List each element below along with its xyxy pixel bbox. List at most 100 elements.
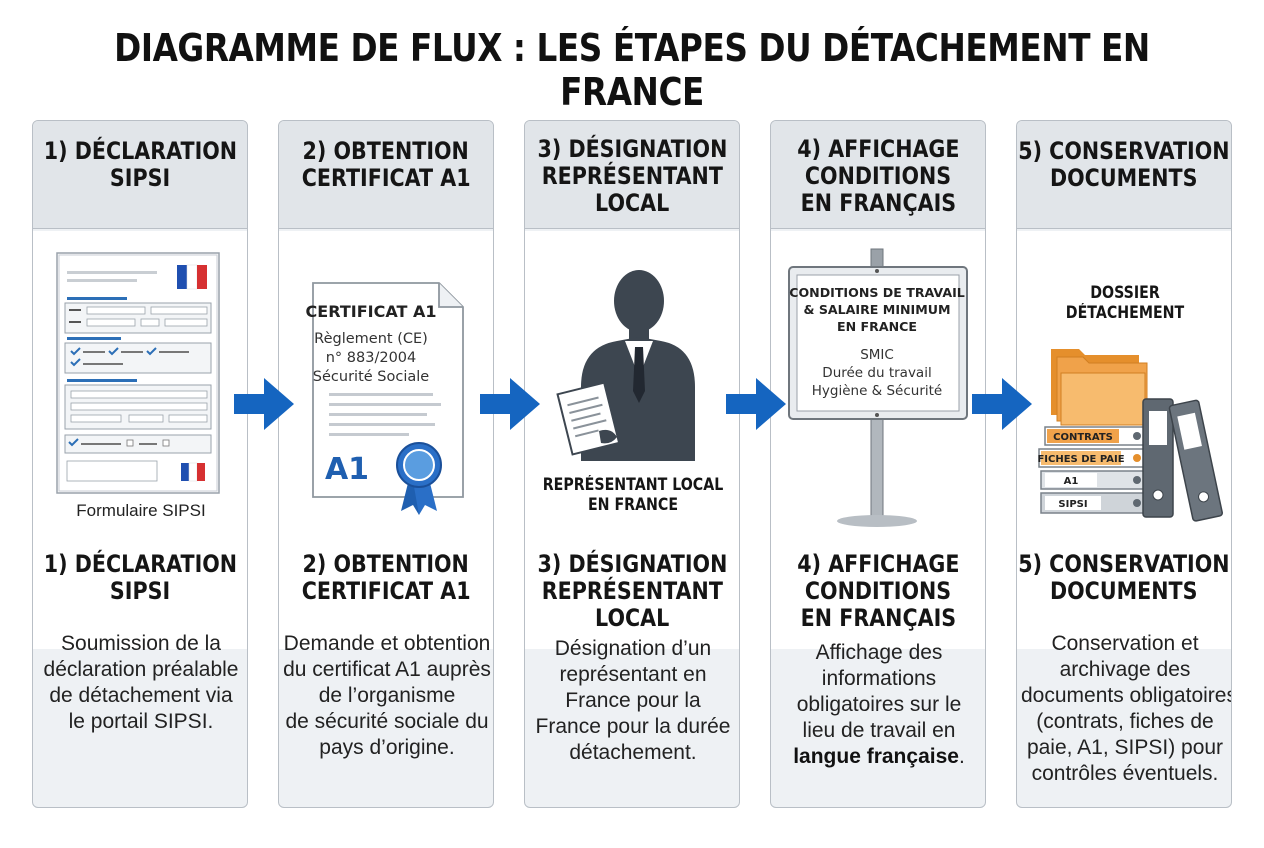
description-line: France pour la durée — [535, 715, 731, 738]
step-illustration: DOSSIER DÉTACHEMENT CONTRATS FICHES DE P… — [1017, 231, 1231, 649]
description-line: documents obligatoires — [1021, 684, 1232, 707]
step-card-1: 1) DÉCLARATION SIPSI — [32, 120, 248, 808]
illustration-caption-line: DÉTACHEMENT — [1065, 303, 1185, 322]
step-header-line: CONDITIONS — [804, 162, 952, 190]
step-subtitle-line: 5) CONSERVATION — [1018, 550, 1230, 578]
step-header-line: 2) OBTENTION — [302, 137, 470, 165]
step-subtitle-line: SIPSI — [109, 577, 171, 605]
document-folders-icon: CONTRATS FICHES DE PAIE A1 SIPSI — [1037, 349, 1223, 522]
description-line: obligatoires sur le — [796, 693, 962, 716]
certificate-line: n° 883/2004 — [326, 350, 417, 366]
certificate-line: Règlement (CE) — [314, 331, 428, 347]
description-line: paie, A1, SIPSI) pour — [1026, 736, 1224, 759]
step-subtitle: 5) CONSERVATION DOCUMENTS — [1017, 551, 1231, 605]
step-subtitle-line: EN FRANÇAIS — [800, 604, 956, 632]
description-line: Désignation d’un — [554, 637, 712, 660]
description-line: Demande et obtention — [283, 632, 491, 655]
description-line: détachement. — [569, 741, 697, 764]
description-line: informations — [821, 667, 937, 690]
certificate-line: Sécurité Sociale — [313, 369, 429, 385]
sign-line: Durée du travail — [822, 365, 931, 381]
description-line: Soumission de la — [61, 632, 221, 655]
illustration-caption-line: EN FRANCE — [587, 495, 679, 514]
description-bold-text: langue française — [793, 745, 959, 768]
step-header-line: LOCAL — [594, 189, 670, 217]
step-header: 3) DÉSIGNATION REPRÉSENTANT LOCAL — [525, 121, 739, 229]
sign-line: SMIC — [860, 347, 894, 363]
description-line: archivage des — [1059, 658, 1191, 681]
flow-arrow-icon — [972, 378, 1032, 430]
step-subtitle-line: 2) OBTENTION — [302, 550, 470, 578]
step-subtitle: 3) DÉSIGNATION REPRÉSENTANT LOCAL — [525, 551, 739, 632]
step-subtitle-line: 1) DÉCLARATION — [43, 550, 237, 578]
step-header-line: 1) DÉCLARATION — [43, 137, 237, 165]
step-card-4: 4) AFFICHAGE CONDITIONS EN FRANÇAIS COND… — [770, 120, 986, 808]
description-line: de détachement via — [49, 684, 233, 707]
step-header-line: EN FRANÇAIS — [800, 189, 956, 217]
step-header-line: DOCUMENTS — [1050, 164, 1198, 192]
sipsi-form-icon — [56, 252, 220, 494]
step-header: 1) DÉCLARATION SIPSI — [33, 121, 247, 229]
step-header-line: 4) AFFICHAGE — [796, 135, 960, 163]
step-description: Désignation d’un représentant en France … — [529, 636, 737, 766]
sign-line: Hygiène & Sécurité — [812, 383, 943, 399]
step-subtitle-line: REPRÉSENTANT — [541, 577, 723, 605]
step-description: Affichage des informations obligatoires … — [775, 640, 983, 770]
representative-person-icon — [556, 270, 695, 461]
step-card-2: 2) OBTENTION CERTIFICAT A1 CERTIFICAT A1… — [278, 120, 494, 808]
step-subtitle: 2) OBTENTION CERTIFICAT A1 — [279, 551, 493, 605]
step-header-line: 3) DÉSIGNATION — [537, 135, 727, 163]
certificate-icon: CERTIFICAT A1 Règlement (CE) n° 883/2004… — [306, 282, 464, 515]
folder-label: SIPSI — [1058, 499, 1087, 510]
folder-label: CONTRATS — [1053, 432, 1113, 443]
folder-label: A1 — [1064, 476, 1079, 487]
page-title: DIAGRAMME DE FLUX : LES ÉTAPES DU DÉTACH… — [114, 26, 1150, 114]
step-illustration: REPRÉSENTANT LOCAL EN FRANCE — [525, 231, 739, 649]
illustration-caption-line: REPRÉSENTANT LOCAL — [542, 475, 724, 494]
step-card-3: 3) DÉSIGNATION REPRÉSENTANT LOCAL — [524, 120, 740, 808]
certificate-title: CERTIFICAT A1 — [306, 302, 437, 321]
signboard-icon: CONDITIONS DE TRAVAIL & SALAIRE MINIMUM … — [788, 248, 968, 527]
step-subtitle-line: CONDITIONS — [804, 577, 952, 605]
description-line: Affichage des — [815, 641, 943, 664]
step-subtitle-line: CERTIFICAT A1 — [301, 577, 471, 605]
step-description: Demande et obtention du certificat A1 au… — [283, 631, 491, 761]
step-illustration: CONDITIONS DE TRAVAIL & SALAIRE MINIMUM … — [771, 231, 985, 649]
step-illustration: Formulaire SIPSI — [33, 231, 247, 649]
illustration-caption-line: DOSSIER — [1090, 283, 1160, 302]
step-header-line: REPRÉSENTANT — [541, 162, 723, 190]
sign-title-line: CONDITIONS DE TRAVAIL — [789, 285, 965, 300]
certificate-badge-label: A1 — [325, 452, 369, 487]
description-line: lieu de travail en — [802, 719, 956, 742]
step-subtitle-line: LOCAL — [594, 604, 670, 632]
step-header: 2) OBTENTION CERTIFICAT A1 — [279, 121, 493, 229]
step-subtitle-line: 4) AFFICHAGE — [796, 550, 960, 578]
step-subtitle: 4) AFFICHAGE CONDITIONS EN FRANÇAIS — [771, 551, 985, 632]
step-subtitle: 1) DÉCLARATION SIPSI — [33, 551, 247, 605]
flow-arrow-icon — [480, 378, 540, 430]
description-punctuation: . — [958, 745, 965, 768]
flow-arrow-icon — [726, 378, 786, 430]
step-header: 5) CONSERVATION DOCUMENTS — [1017, 121, 1231, 229]
flow-arrow-icon — [234, 378, 294, 430]
description-line: France pour la — [565, 689, 701, 712]
step-header-line: 5) CONSERVATION — [1018, 137, 1230, 165]
sign-title-line: & SALAIRE MINIMUM — [803, 302, 950, 317]
folder-label: FICHES DE PAIE — [1037, 454, 1124, 465]
description-line: langue française. — [775, 744, 983, 770]
step-card-5: 5) CONSERVATION DOCUMENTS DOSSIER DÉTACH… — [1016, 120, 1232, 808]
illustration-caption: Formulaire SIPSI — [76, 501, 206, 520]
step-subtitle-line: DOCUMENTS — [1050, 577, 1198, 605]
description-line: (contrats, fiches de — [1036, 710, 1214, 733]
description-line: représentant en — [559, 663, 707, 686]
sign-title-line: EN FRANCE — [837, 319, 917, 334]
description-line: Conservation et — [1051, 632, 1199, 655]
step-description: Conservation et archivage des documents … — [1021, 631, 1232, 787]
description-line: de sécurité sociale du — [285, 710, 489, 733]
description-line: contrôles éventuels. — [1031, 762, 1219, 785]
description-line: pays d’origine. — [319, 736, 455, 759]
step-description: Soumission de la déclaration préalable d… — [37, 631, 245, 735]
description-line: déclaration préalable — [43, 658, 239, 681]
step-header-line: CERTIFICAT A1 — [301, 164, 471, 192]
description-line: le portail SIPSI. — [68, 710, 214, 733]
